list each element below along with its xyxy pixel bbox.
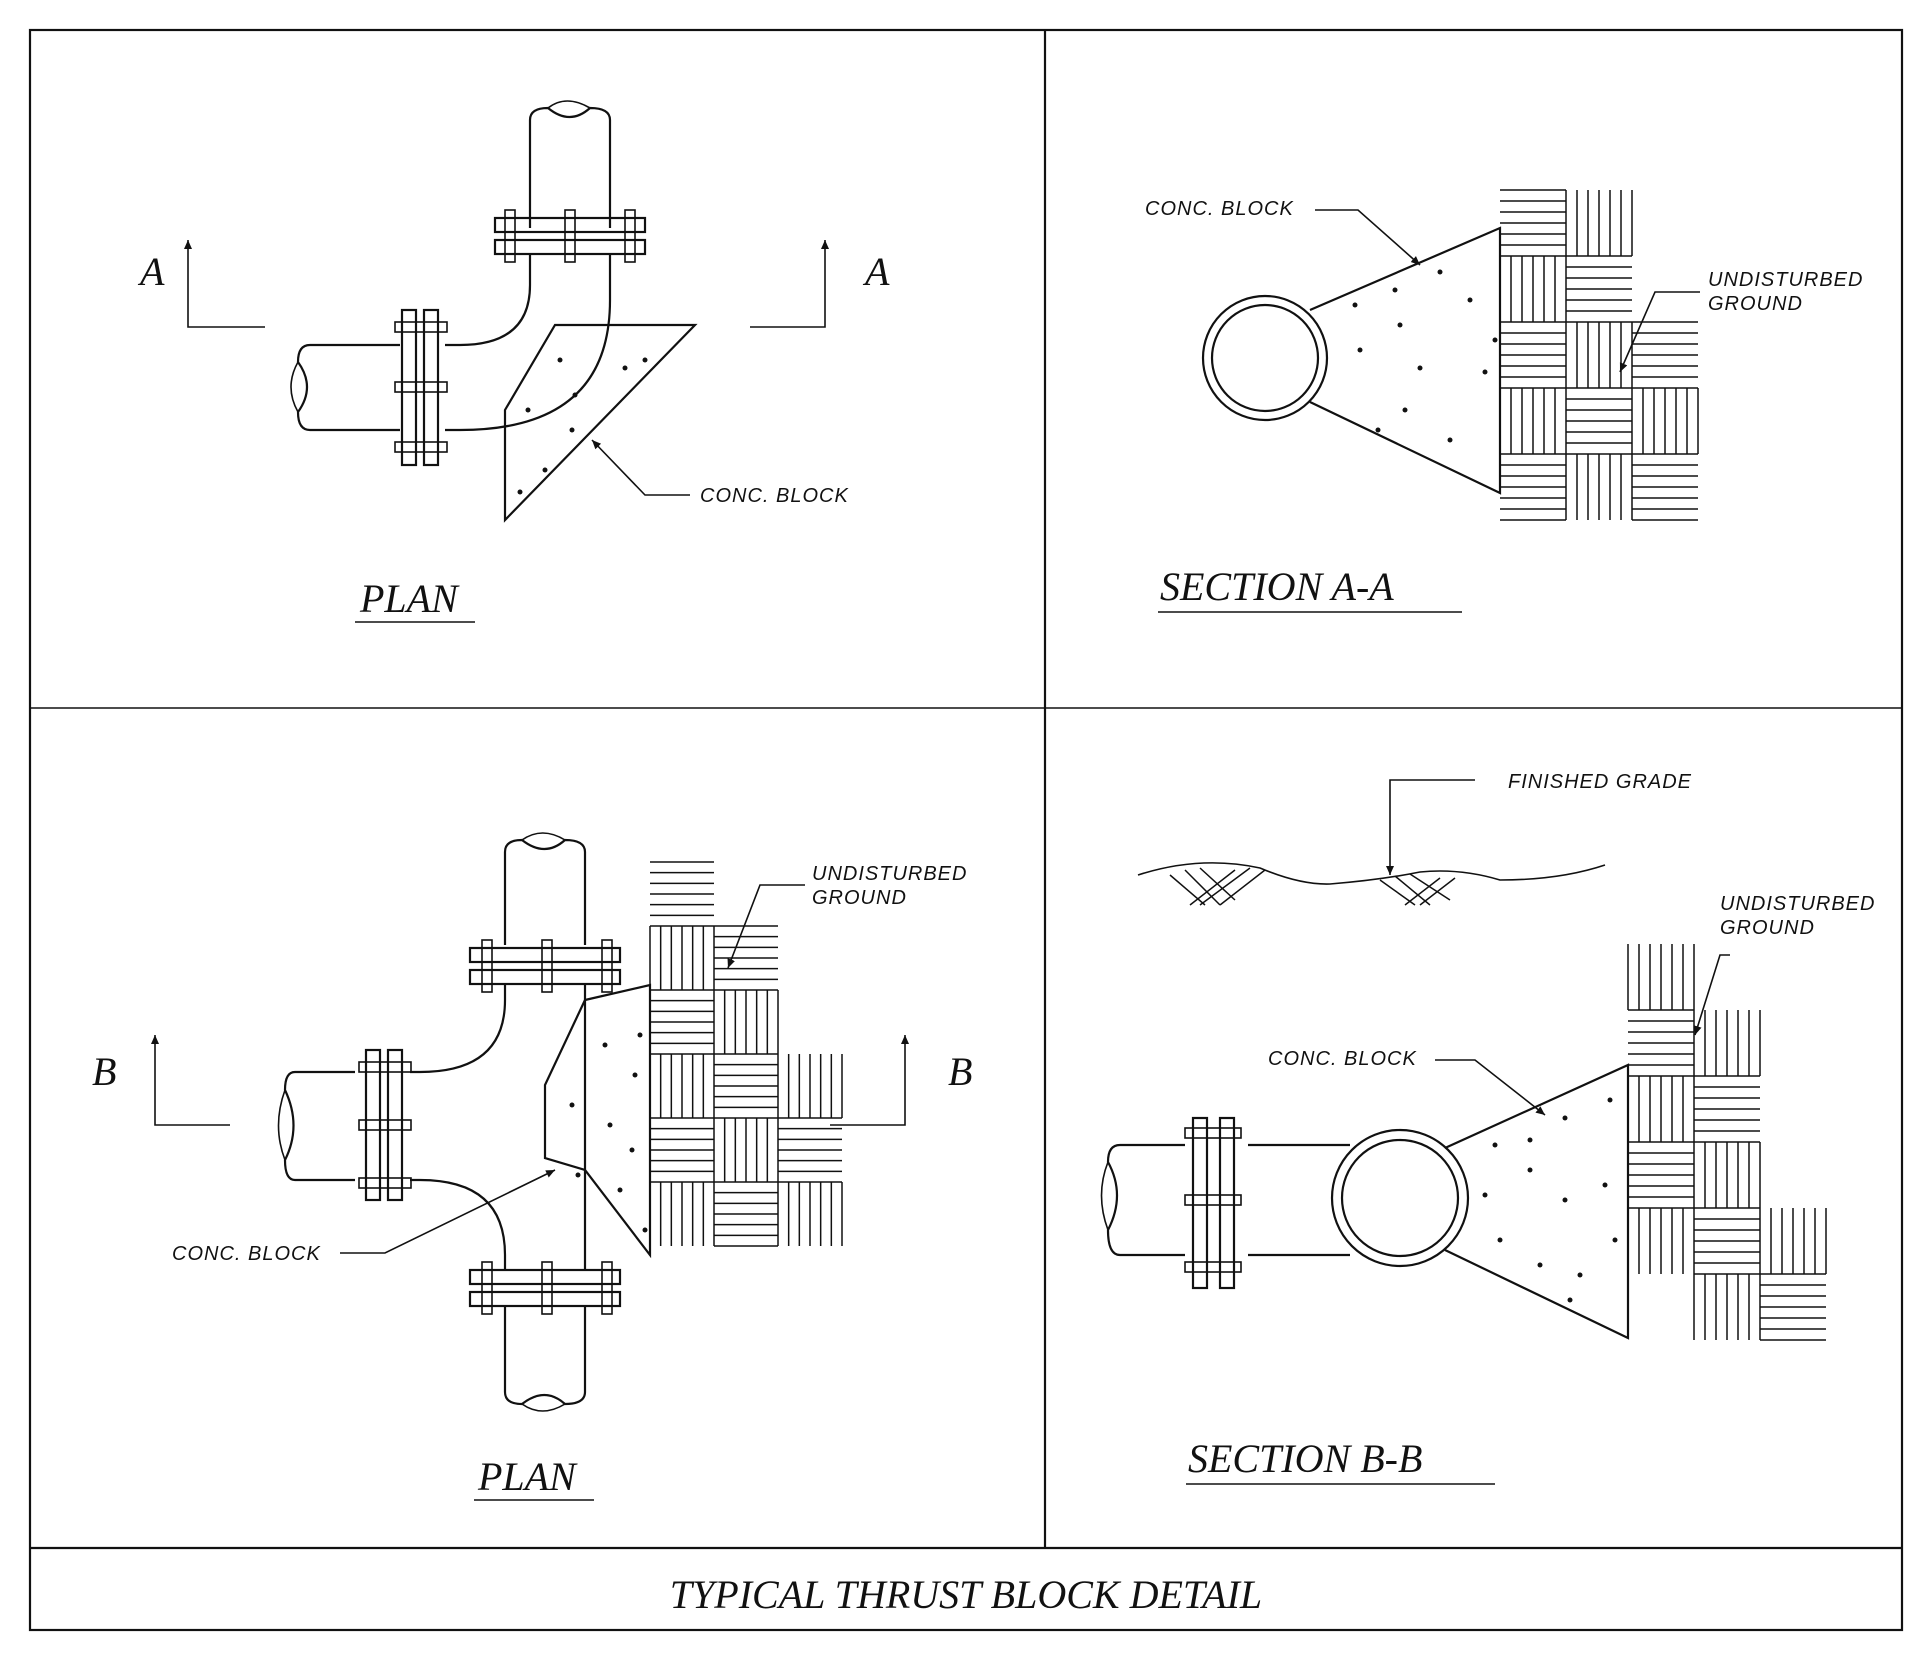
section-arrow-left: [184, 240, 265, 328]
pipe-section: [1330, 1128, 1470, 1268]
vertical-pipe-bottom: [503, 1306, 587, 1412]
pipe-section: [1201, 294, 1329, 422]
section-a-a-caption: SECTION A-A: [1160, 564, 1394, 609]
undisturbed-ground: [649, 861, 843, 1247]
concrete-block: [543, 983, 652, 1259]
ground-label-line1: UNDISTURBED: [812, 863, 967, 885]
conc-block-label: CONC. BLOCK: [172, 1243, 321, 1265]
grade-leader: [1386, 779, 1475, 875]
ground-leader: [727, 884, 805, 969]
concrete-aggregate: [517, 357, 648, 495]
pipe-flange: [493, 209, 647, 263]
section-mark-b-left: B: [92, 1049, 116, 1094]
sheet-frame: [28, 28, 1904, 1632]
ground-leader: [1693, 954, 1730, 1036]
section-arrow-right: [830, 1035, 909, 1126]
pipe-flange: [468, 939, 622, 993]
plan-a-view: A A CONC. BLOCK PLAN: [137, 100, 890, 623]
concrete-block: [1309, 226, 1502, 495]
drawing-title: TYPICAL THRUST BLOCK DETAIL: [670, 1572, 1262, 1617]
section-mark-b-right: B: [948, 1049, 972, 1094]
concrete-aggregate: [1482, 1097, 1618, 1303]
elbow-fitting: [445, 254, 612, 432]
conc-block-label: CONC. BLOCK: [1145, 198, 1294, 220]
plan-a-caption: PLAN: [359, 576, 460, 621]
plan-b-caption: PLAN: [477, 1454, 578, 1499]
conc-block-leader: [1435, 1059, 1546, 1116]
pipe-flange: [394, 308, 448, 467]
vertical-pipe-top: [503, 832, 587, 945]
grade-hatch: [1169, 867, 1456, 906]
ground-label-line1: UNDISTURBED: [1720, 893, 1875, 915]
finished-grade-label: FINISHED GRADE: [1508, 771, 1692, 793]
ground-label-line2: GROUND: [1720, 917, 1815, 939]
concrete-block: [1444, 1063, 1630, 1340]
undisturbed-ground: [1499, 189, 1699, 521]
horizontal-pipe: [290, 343, 400, 432]
conc-block-leader: [340, 1169, 556, 1254]
ground-label-line2: GROUND: [812, 887, 907, 909]
section-b-b-caption: SECTION B-B: [1188, 1436, 1422, 1481]
ground-leader: [1619, 291, 1700, 373]
pipe-flange: [1184, 1116, 1242, 1290]
section-b-b-view: FINISHED GRADE CONC. BLOCK: [1100, 771, 1875, 1485]
horizontal-pipe: [277, 1070, 355, 1182]
undisturbed-ground: [1627, 944, 1827, 1341]
ground-label-line2: GROUND: [1708, 293, 1803, 315]
conc-block-leader: [1315, 209, 1421, 266]
conc-block-leader: [591, 439, 690, 496]
pipe-flange: [468, 1261, 622, 1315]
ground-label-line1: UNDISTURBED: [1708, 269, 1863, 291]
concrete-aggregate: [569, 1032, 648, 1233]
concrete-block: [503, 323, 698, 523]
section-arrow-right: [750, 240, 829, 328]
tee-fitting: [410, 984, 587, 1270]
section-a-a-view: CONC. BLOCK UNDISTURBED GROUND SECTION A…: [1145, 189, 1863, 613]
horizontal-pipe: [1100, 1143, 1350, 1257]
concrete-aggregate: [1352, 269, 1498, 443]
plan-b-view: B B CONC. BLOCK UNDISTURBED GROUND PLAN: [92, 832, 972, 1501]
pipe-flange: [358, 1048, 412, 1202]
conc-block-label: CONC. BLOCK: [700, 485, 849, 507]
section-arrow-left: [151, 1035, 230, 1126]
vertical-pipe: [528, 100, 612, 228]
finished-grade-line: [1137, 862, 1606, 885]
section-mark-a-right: A: [862, 249, 890, 294]
section-mark-a-left: A: [137, 249, 165, 294]
conc-block-label: CONC. BLOCK: [1268, 1048, 1417, 1070]
